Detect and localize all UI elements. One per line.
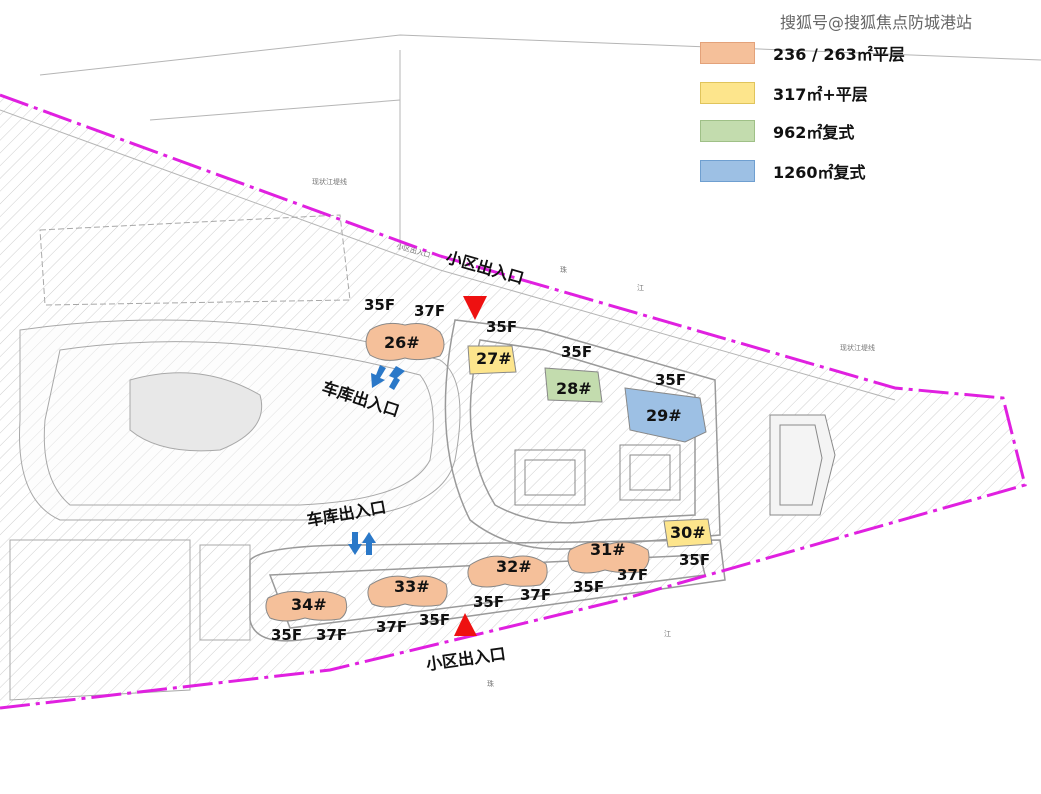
east-villa [769,414,836,516]
legend-item: 962㎡复式 [700,118,854,144]
site-boundary [0,93,1027,710]
building-label-34: 34# [291,595,327,614]
legend-label: 236 / 263㎡平层 [773,45,905,64]
legend-label: 1260㎡复式 [773,163,866,182]
river-label-a: 珠 [560,265,567,274]
north-entrance-arrow [463,296,487,320]
floor-34-b: 37F [316,626,347,644]
levee-label-b: 现状江堤线 [840,343,875,352]
building-label-32: 32# [496,557,532,576]
south-river-label-a: 江 [664,630,671,638]
floor-29: 35F [655,371,686,389]
legend-swatch [700,42,755,64]
south-river-label-b: 珠 [487,679,494,688]
garage-upper-arrow-up [389,366,405,390]
legend-item: 1260㎡复式 [700,158,866,184]
site-hatch-area [0,95,1025,708]
floor-33-b: 35F [419,611,450,629]
floor-26-b: 37F [414,302,445,320]
floor-28: 35F [561,343,592,361]
river-label-b: 江 [637,284,644,292]
central-clubhouse [514,444,681,506]
watermark: 搜狐号@搜狐焦点防城港站 [780,13,973,32]
garage-arrows [348,365,405,555]
levee-label-a: 现状江堤线 [312,177,347,186]
legend-swatch [700,82,755,104]
building-32 [467,555,548,588]
legend-swatch [700,160,755,182]
legend-swatch [700,120,755,142]
floor-30: 35F [679,551,710,569]
building-label-27: 27# [476,349,512,368]
entrance-arrows [454,296,487,636]
building-29 [624,387,707,443]
building-28 [544,367,603,403]
legend-item: 317㎡+平层 [700,80,868,106]
floor-31-a: 35F [573,578,604,596]
building-label-26: 26# [384,333,420,352]
south-entrance-label: 小区出入口 [425,644,507,674]
legend-label: 962㎡复式 [773,123,855,142]
building-label-31: 31# [590,540,626,559]
building-label-28: 28# [556,379,592,398]
floor-27: 35F [486,318,517,336]
garage-lower-arrow-up [362,532,376,555]
building-footprints [265,322,713,622]
west-residential-block [9,214,461,701]
building-30 [663,518,713,548]
building-label-29: 29# [646,406,682,425]
south-entrance-arrow [454,613,477,636]
floor-26-a: 35F [364,296,395,314]
floor-34-a: 35F [271,626,302,644]
building-34 [265,590,348,622]
legend-item: 236 / 263㎡平层 [700,40,905,66]
garage-lower-arrow-down [348,532,362,555]
floor-33-a: 37F [376,618,407,636]
building-numbers: 26# 27# 28# 29# 30# 31# 32# 33# 34# [291,333,706,614]
building-27 [467,345,517,375]
floor-31-b: 37F [617,566,648,584]
floor-32-b: 37F [520,586,551,604]
building-33 [367,575,448,608]
building-label-30: 30# [670,523,706,542]
floor-labels: 35F 37F 35F 35F 35F 35F 35F 37F 35F 37F … [271,296,710,644]
legend-label: 317㎡+平层 [773,85,868,104]
building-31 [567,541,650,574]
building-label-33: 33# [394,577,430,596]
building-26 [365,322,445,361]
north-road-lines [0,34,1041,401]
garage-upper-arrow-down [371,365,386,388]
floor-32-a: 35F [473,593,504,611]
